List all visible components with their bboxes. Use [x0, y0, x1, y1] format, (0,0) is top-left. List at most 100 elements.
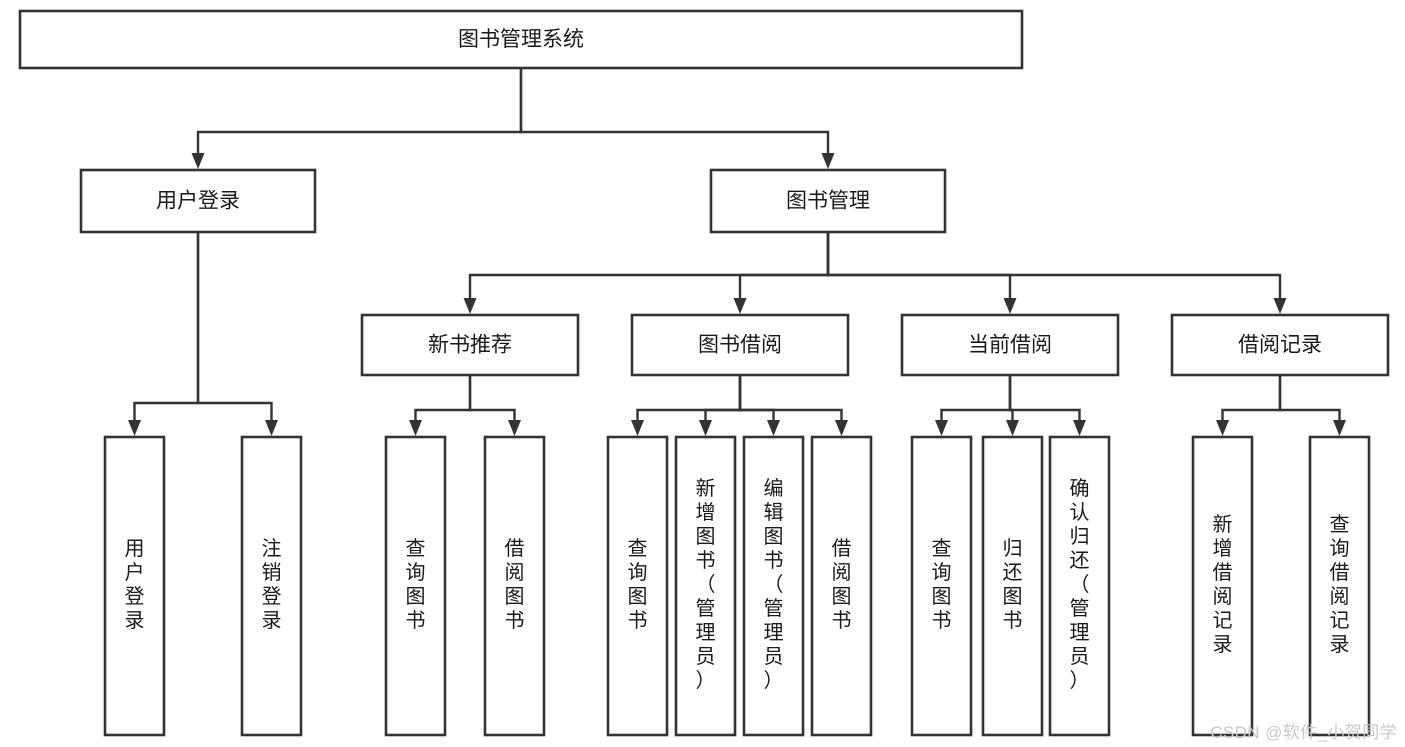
arrow-head-icon [265, 420, 278, 436]
node-box [360, 313, 580, 377]
arrow-head-icon [1273, 298, 1287, 314]
node-box [709, 168, 947, 234]
node-layer: 图书管理系统用户登录图书管理新书推荐图书借阅当前借阅借阅记录用户登录注销登录查询… [18, 9, 1390, 737]
arrow-head-icon [1216, 420, 1229, 436]
node-leaf-logout[interactable]: 注销登录 [240, 435, 303, 737]
connector-book-borrow [733, 232, 830, 314]
node-label: 用户登录 [156, 190, 240, 213]
connector-leaf-confirm-return-admin [1008, 375, 1086, 436]
connector-current-borrow [826, 232, 1017, 314]
connector-line [519, 68, 830, 156]
arrow-head-icon [409, 420, 422, 436]
connector-line [196, 68, 523, 156]
node-user-login[interactable]: 用户登录 [79, 168, 317, 234]
arrow-head-icon [767, 420, 780, 436]
connector-layer [128, 68, 1346, 436]
connector-line [636, 375, 742, 423]
arrow-head-icon [1006, 420, 1019, 436]
connector-line [940, 375, 1012, 423]
connector-leaf-return-book [1006, 375, 1019, 436]
arrow-head-icon [733, 298, 747, 314]
connector-line [738, 232, 830, 301]
node-label: 查询图书 [932, 537, 952, 632]
node-leaf-add-borrow-record[interactable]: 新增借阅记录 [1191, 435, 1254, 737]
node-label: 图书管理 [786, 190, 870, 213]
node-book-borrow[interactable]: 图书借阅 [630, 313, 850, 377]
node-box [103, 435, 166, 737]
connector-new-book-recommend [463, 232, 830, 314]
connector-leaf-add-book-admin [699, 375, 742, 436]
connector-leaf-logout [196, 232, 278, 436]
arrow-head-icon [508, 420, 521, 436]
connector-line [468, 232, 830, 301]
node-leaf-query-books-recommend[interactable]: 查询图书 [384, 435, 447, 737]
node-label: 用户登录 [125, 538, 145, 632]
arrow-head-icon [631, 420, 644, 436]
arrow-head-icon [821, 153, 835, 169]
node-label: 确认归还（管理员） [1070, 477, 1090, 692]
node-box [18, 9, 1024, 70]
node-label: 借阅记录 [1238, 334, 1322, 357]
node-label: 新增图书（管理员） [696, 477, 716, 692]
node-leaf-borrow-books-recommend[interactable]: 借阅图书 [483, 435, 546, 737]
connector-leaf-query-books-recommend [409, 375, 472, 436]
connector-line [826, 232, 1282, 301]
node-label: 借阅图书 [505, 537, 525, 632]
node-leaf-add-book-admin[interactable]: 新增图书（管理员） [674, 435, 737, 737]
node-leaf-return-book[interactable]: 归还图书 [981, 435, 1044, 737]
node-root[interactable]: 图书管理系统 [18, 9, 1024, 70]
node-current-borrow[interactable]: 当前借阅 [900, 313, 1120, 377]
node-leaf-query-borrow-record[interactable]: 查询借阅记录 [1308, 435, 1371, 737]
arrow-head-icon [463, 298, 477, 314]
node-leaf-user-login[interactable]: 用户登录 [103, 435, 166, 737]
connector-line [133, 232, 200, 423]
node-label: 查询图书 [406, 537, 426, 632]
node-leaf-query-books-borrow[interactable]: 查询图书 [606, 435, 669, 737]
csdn-watermark: CSDN @软件_小贺同学 [1210, 723, 1397, 742]
connector-line [196, 232, 273, 423]
node-label: 编辑图书（管理员） [764, 477, 784, 692]
node-box [79, 168, 317, 234]
node-box [900, 313, 1120, 377]
node-box [606, 435, 669, 737]
node-box [630, 313, 850, 377]
connector-leaf-query-books-current [935, 375, 1012, 436]
node-label: 查询图书 [628, 537, 648, 632]
node-borrow-records[interactable]: 借阅记录 [1170, 313, 1390, 377]
node-label: 新书推荐 [428, 334, 512, 357]
connector-user-login [191, 68, 523, 169]
node-leaf-borrow-book[interactable]: 借阅图书 [810, 435, 873, 737]
connector-line [468, 375, 516, 423]
node-label: 图书借阅 [698, 334, 782, 357]
node-leaf-edit-book-admin[interactable]: 编辑图书（管理员） [742, 435, 805, 737]
node-box [483, 435, 546, 737]
node-leaf-confirm-return-admin[interactable]: 确认归还（管理员） [1048, 435, 1111, 737]
node-book-management[interactable]: 图书管理 [709, 168, 947, 234]
connector-line [704, 375, 742, 423]
node-label: 查询借阅记录 [1330, 513, 1350, 656]
node-box [1048, 435, 1111, 737]
connector-leaf-borrow-book [738, 375, 848, 436]
connector-leaf-query-books-borrow [631, 375, 742, 436]
connector-leaf-user-login [128, 232, 200, 436]
node-label: 注销登录 [262, 537, 282, 632]
arrow-head-icon [191, 153, 205, 169]
connector-line [1221, 375, 1282, 423]
connector-line [1008, 375, 1081, 423]
arrow-head-icon [1073, 420, 1086, 436]
node-box [1191, 435, 1254, 737]
node-new-book-recommend[interactable]: 新书推荐 [360, 313, 580, 377]
node-label: 新增借阅记录 [1213, 513, 1233, 656]
connector-leaf-query-borrow-record [1278, 375, 1346, 436]
node-leaf-query-books-current[interactable]: 查询图书 [910, 435, 973, 737]
arrow-head-icon [935, 420, 948, 436]
connector-leaf-edit-book-admin [738, 375, 780, 436]
arrow-head-icon [128, 420, 141, 436]
arrow-head-icon [1333, 420, 1346, 436]
node-box [742, 435, 805, 737]
arrow-head-icon [1003, 298, 1017, 314]
connector-line [738, 375, 843, 423]
arrow-head-icon [699, 420, 712, 436]
connector-borrow-records [826, 232, 1287, 314]
